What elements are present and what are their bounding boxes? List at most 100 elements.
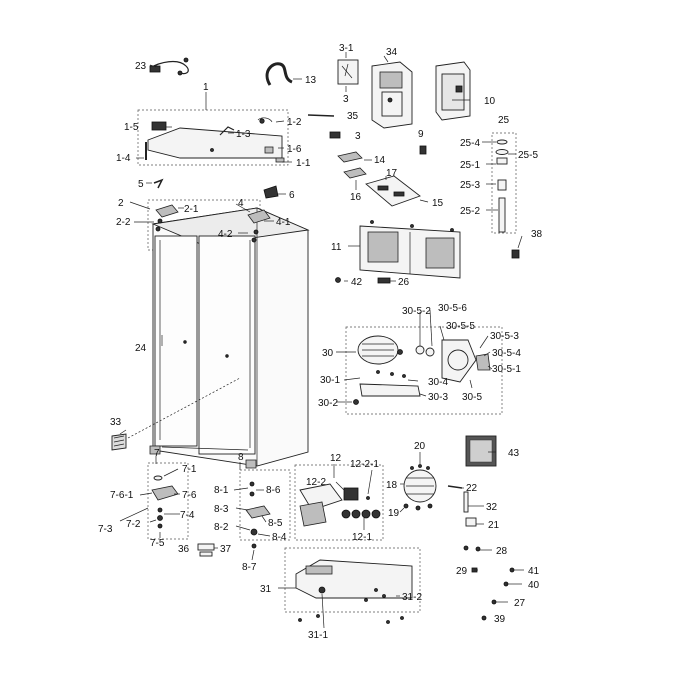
label-1-2: 1-2 [287,117,302,128]
label-30-4: 30-4 [428,377,448,388]
label-7-6-1: 7-6-1 [110,490,134,501]
part-3-1-bracket [337,59,359,85]
label-8: 8 [238,452,244,463]
label-35: 35 [347,111,359,122]
refrigerator-cabinet [149,207,310,469]
part-small-fasteners [463,545,515,621]
label-32: 32 [486,502,498,513]
part-12-valve-assembly [299,483,381,527]
label-36: 36 [178,544,190,555]
callout-labels: 23 13 1 3-1 3 34 10 1-5 1-3 1-2 35 3 9 1… [98,43,543,641]
label-19: 19 [388,508,400,519]
part-25-water-tube [495,139,509,233]
label-1: 1 [203,82,209,93]
part-3-connector [329,131,341,139]
part-8-hinge-assembly [245,481,271,549]
label-7-5: 7-5 [150,538,165,549]
label-12-2-1: 12-2-1 [350,459,379,470]
label-30-5-6: 30-5-6 [438,303,467,314]
label-11: 11 [331,242,342,253]
part-7-roller-assembly [151,475,179,529]
label-31: 31 [260,584,272,595]
leader-lines [119,52,524,629]
label-8-3: 8-3 [214,504,229,515]
part-30-fan-motor [353,335,491,405]
label-33: 33 [110,417,122,428]
label-4-1: 4-1 [276,217,291,228]
label-31-1: 31-1 [308,630,328,641]
label-8-1: 8-1 [214,485,229,496]
label-3-1: 3-1 [339,43,354,54]
label-5: 5 [138,179,144,190]
label-4-2: 4-2 [218,229,233,240]
part-5-clip [153,178,164,189]
part-23-wire-harness [149,57,189,76]
label-25-3: 25-3 [460,180,480,191]
label-7-3: 7-3 [98,524,113,535]
label-25-2: 25-2 [460,206,480,217]
label-1-5: 1-5 [124,122,139,133]
label-30: 30 [322,348,334,359]
label-30-5-5: 30-5-5 [446,321,475,332]
label-7-6: 7-6 [182,490,197,501]
label-41: 41 [528,566,540,577]
part-33-vent-grille [111,433,127,451]
part-38-cap [511,249,520,259]
label-2: 2 [118,198,124,209]
group-boxes [137,109,517,613]
label-3b: 3 [355,131,361,142]
label-7-1: 7-1 [182,464,197,475]
label-15: 15 [432,198,444,209]
part-6-hinge [263,185,279,199]
label-12: 12 [330,453,342,464]
label-25: 25 [498,115,510,126]
part-4-hinge-right [247,209,271,243]
part-16-bracket [343,167,367,179]
label-23: 23 [135,61,147,72]
label-26: 26 [398,277,410,288]
label-30-1: 30-1 [320,375,340,386]
part-22-pin [447,485,463,489]
label-16: 16 [350,192,362,203]
label-39: 39 [494,614,506,625]
label-29: 29 [456,566,468,577]
part-17-15-board [365,175,421,207]
label-34: 34 [386,47,398,58]
part-2-hinge-left [155,204,179,232]
label-25-4: 25-4 [460,138,480,149]
label-30-2: 30-2 [318,398,338,409]
label-7-4: 7-4 [180,510,195,521]
label-20: 20 [414,441,426,452]
label-27: 27 [514,598,526,609]
label-30-3: 30-3 [428,392,448,403]
part-35-rod [307,114,335,117]
label-14: 14 [374,155,386,166]
label-7: 7 [154,448,160,459]
label-8-5: 8-5 [268,518,283,529]
label-3: 3 [343,94,349,105]
part-31-base-plate [295,559,413,624]
part-14-bracket [337,151,363,163]
label-8-4: 8-4 [272,532,287,543]
label-25-1: 25-1 [460,160,480,171]
label-8-7: 8-7 [242,562,257,573]
label-30-5-3: 30-5-3 [490,331,519,342]
label-8-6: 8-6 [266,485,281,496]
label-31-2: 31-2 [402,592,422,603]
label-30-5-4: 30-5-4 [492,348,521,359]
part-1-top-cover [145,117,285,163]
part-9-sensor [419,145,427,155]
part-11-evaporator-cover [359,220,461,279]
part-10-panel-cover [435,61,471,121]
label-2-1: 2-1 [184,204,199,215]
label-1-3: 1-3 [236,129,251,140]
label-17: 17 [386,168,398,179]
label-13: 13 [305,75,317,86]
leader-33 [127,377,241,439]
label-42: 42 [351,277,363,288]
label-18: 18 [386,480,398,491]
label-40: 40 [528,580,540,591]
label-10: 10 [484,96,496,107]
part-36-37-clips [197,543,215,557]
